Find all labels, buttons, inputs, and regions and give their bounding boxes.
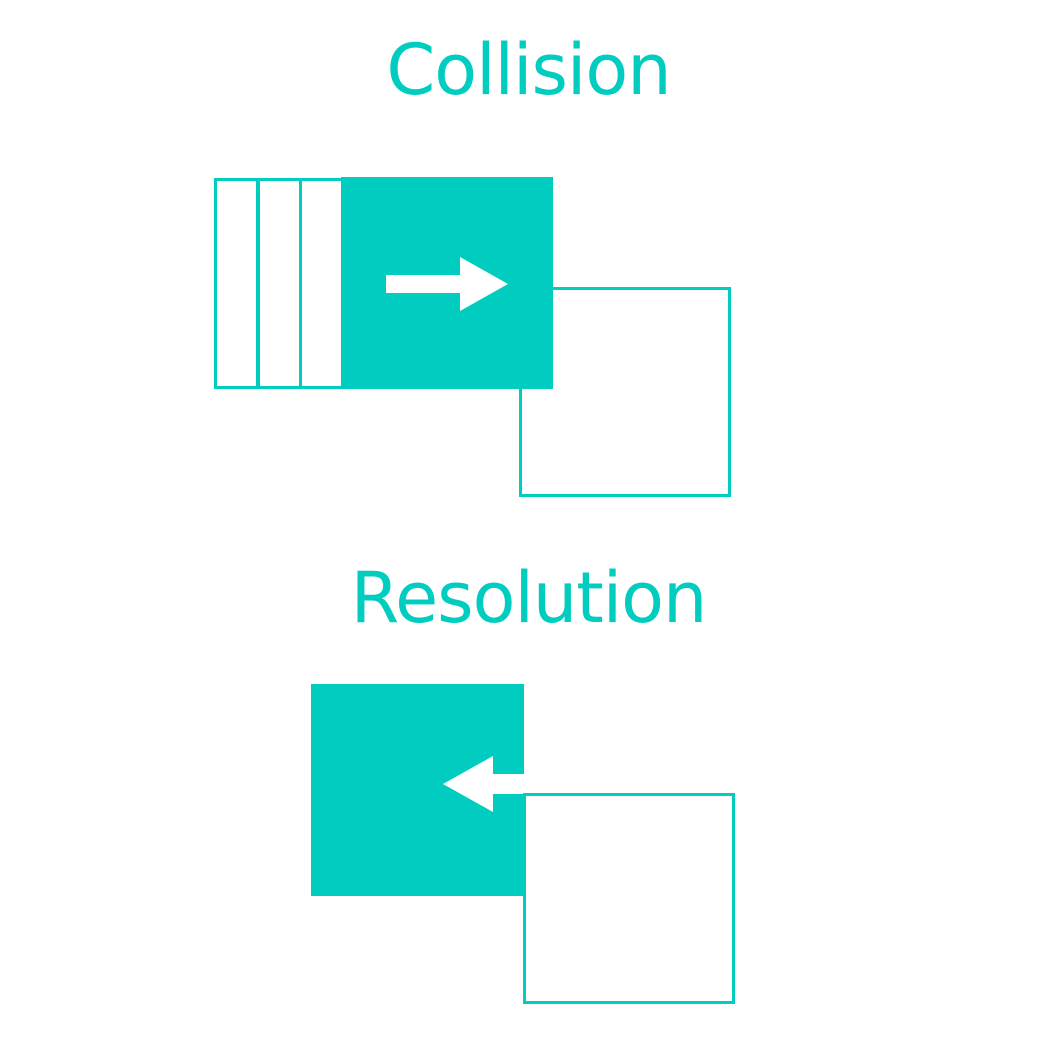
collision-heading: Collision bbox=[386, 29, 671, 111]
collision-figure bbox=[0, 160, 1057, 520]
motion-trail-frame-3 bbox=[299, 178, 344, 389]
resolution-diagram bbox=[311, 684, 735, 1004]
collision-diagram bbox=[214, 177, 731, 497]
arrow-right-icon bbox=[386, 257, 508, 311]
static-box bbox=[523, 793, 735, 1004]
resolution-figure bbox=[0, 670, 1057, 1030]
resolution-heading: Resolution bbox=[350, 557, 708, 639]
motion-trail-frame-2 bbox=[257, 178, 302, 389]
arrow-left-icon bbox=[443, 756, 524, 812]
static-box bbox=[519, 287, 731, 497]
motion-trail-frame-1 bbox=[214, 178, 259, 389]
